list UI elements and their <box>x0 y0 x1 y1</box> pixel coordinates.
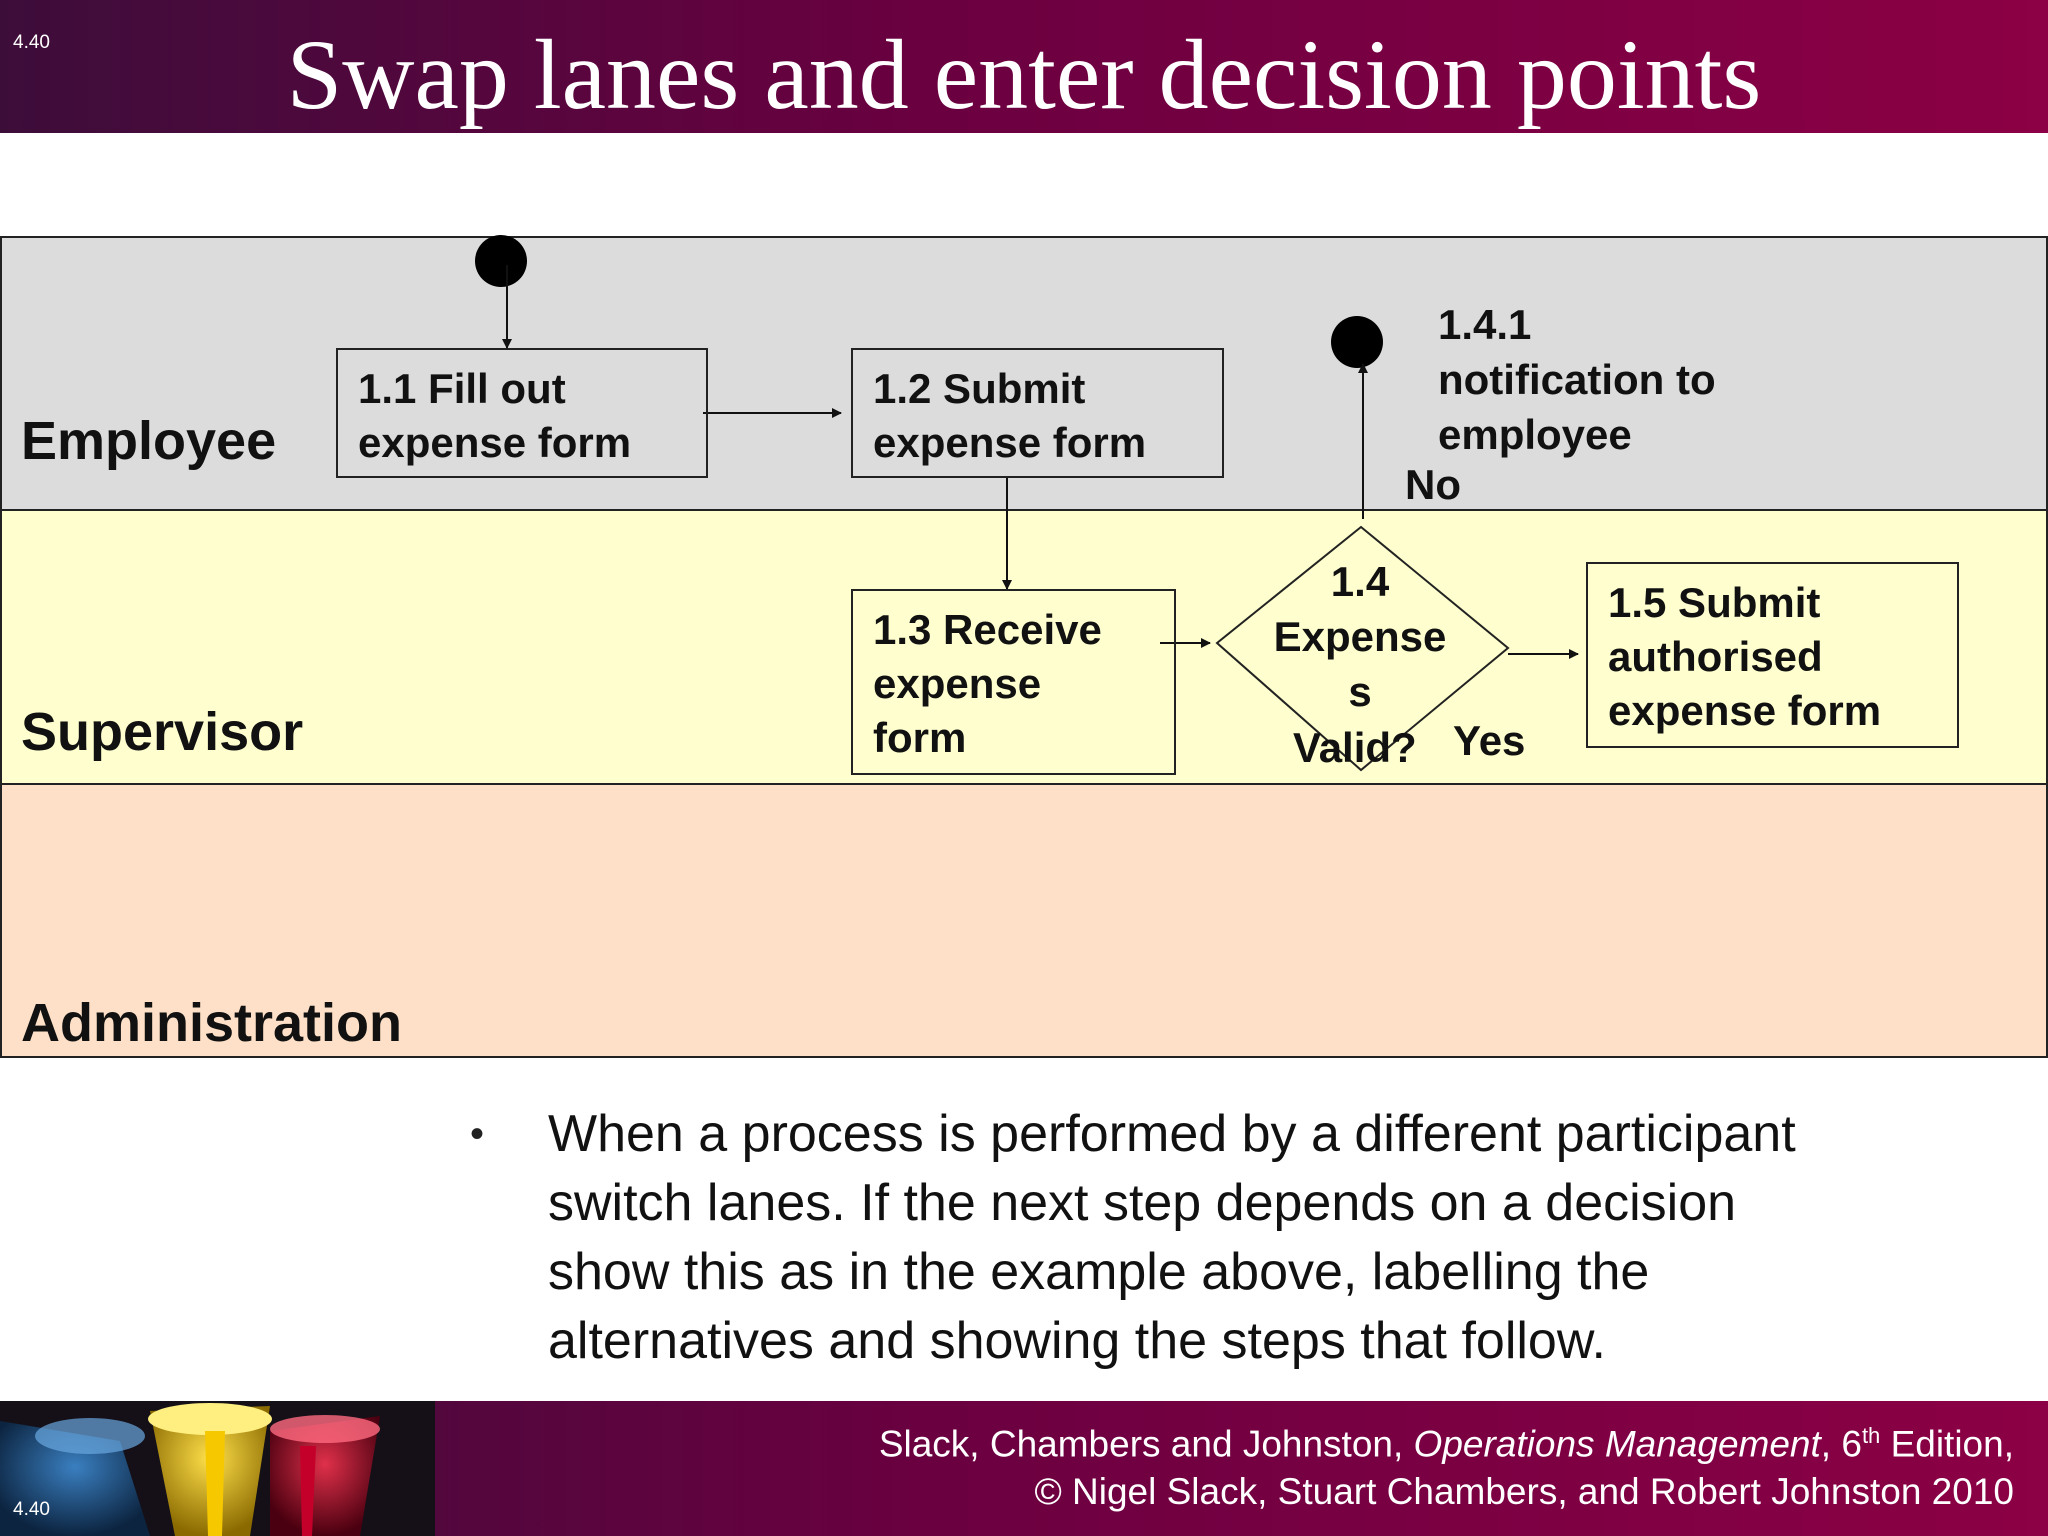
slide-number: 4.40 <box>13 32 50 53</box>
step-1-2-line1: 1.2 Submit <box>873 365 1086 412</box>
decision-diamond <box>1215 525 1510 772</box>
bullet-line-2: switch lanes. If the next step depends o… <box>548 1174 1737 1232</box>
bullet-text: When a process is performed by a differe… <box>548 1100 1998 1376</box>
step-1-1-line2: expense form <box>358 419 632 466</box>
swimlane-diagram <box>0 235 2048 1058</box>
step-1-3-line1: 1.3 Receive <box>873 606 1102 653</box>
end-node <box>1331 316 1383 368</box>
step-1-1-box: 1.1 Fill out expense form <box>336 348 708 478</box>
lane-supervisor-bg <box>0 509 2048 785</box>
footer-citation-line1: Slack, Chambers and Johnston, Operations… <box>879 1423 2014 1465</box>
footer-book-title: Operations Management <box>1413 1423 1821 1465</box>
decision-line3: s <box>1348 668 1372 715</box>
lane-label-employee: Employee <box>21 411 277 471</box>
notification-line3: employee <box>1438 411 1632 458</box>
footer-authors: Slack, Chambers and Johnston, <box>878 1423 1414 1465</box>
footer-edition-sep: , 6 <box>1820 1423 1862 1465</box>
title-bar: 4.40 Swap lanes and enter decision point… <box>0 0 2048 133</box>
decision-line4: Valid? <box>1293 724 1417 771</box>
step-1-5-line1: 1.5 Submit <box>1608 579 1821 626</box>
bullet-line-4: alternatives and showing the steps that … <box>548 1312 1606 1370</box>
footer-edition-rest: Edition, <box>1880 1423 2014 1465</box>
step-1-1-line1: 1.1 Fill out <box>358 365 566 412</box>
bullet-dot-icon: • <box>470 1112 485 1156</box>
notification-line1: 1.4.1 <box>1438 301 1532 348</box>
footer-edition-sup: th <box>1861 1423 1881 1448</box>
step-1-2-line2: expense form <box>873 419 1147 466</box>
decision-label: 1.4 Expense s <box>1240 554 1480 719</box>
decision-line1: 1.4 <box>1330 558 1390 605</box>
paint-cans-image: 4.40 <box>0 1401 435 1536</box>
step-1-5-box: 1.5 Submit authorised expense form <box>1586 562 1959 748</box>
lane-label-supervisor: Supervisor <box>21 702 304 762</box>
lane-administration-bg <box>0 783 2048 1058</box>
lane-employee-bg <box>0 236 2048 511</box>
step-1-5-line2: authorised <box>1608 633 1823 680</box>
lane-label-administration: Administration <box>21 993 403 1053</box>
bullet-line-1: When a process is performed by a differe… <box>548 1105 1796 1163</box>
slide-title: Swap lanes and enter decision points <box>286 19 1762 130</box>
decision-line2: Expense <box>1273 613 1447 660</box>
step-1-2-box: 1.2 Submit expense form <box>851 348 1224 478</box>
start-node <box>475 235 527 287</box>
decision-no-label: No <box>1405 461 1461 508</box>
footer-bar: 4.40 Slack, Chambers and Johnston, Opera… <box>0 1401 2048 1536</box>
notification-line2: notification to <box>1438 356 1716 403</box>
step-1-3-line3: form <box>873 714 967 761</box>
slide-number-bottom: 4.40 <box>13 1499 50 1520</box>
step-1-3-line2: expense <box>873 660 1042 707</box>
footer-copyright: © Nigel Slack, Stuart Chambers, and Robe… <box>1034 1471 2014 1512</box>
decision-yes-label: Yes <box>1453 717 1526 764</box>
notification-label: 1.4.1 notification to employee <box>1438 297 1716 462</box>
paint-cans-icon <box>0 1401 435 1536</box>
step-1-3-box: 1.3 Receive expense form <box>851 589 1176 775</box>
bullet-line-3: show this as in the example above, label… <box>548 1243 1650 1301</box>
step-1-5-line3: expense form <box>1608 687 1882 734</box>
